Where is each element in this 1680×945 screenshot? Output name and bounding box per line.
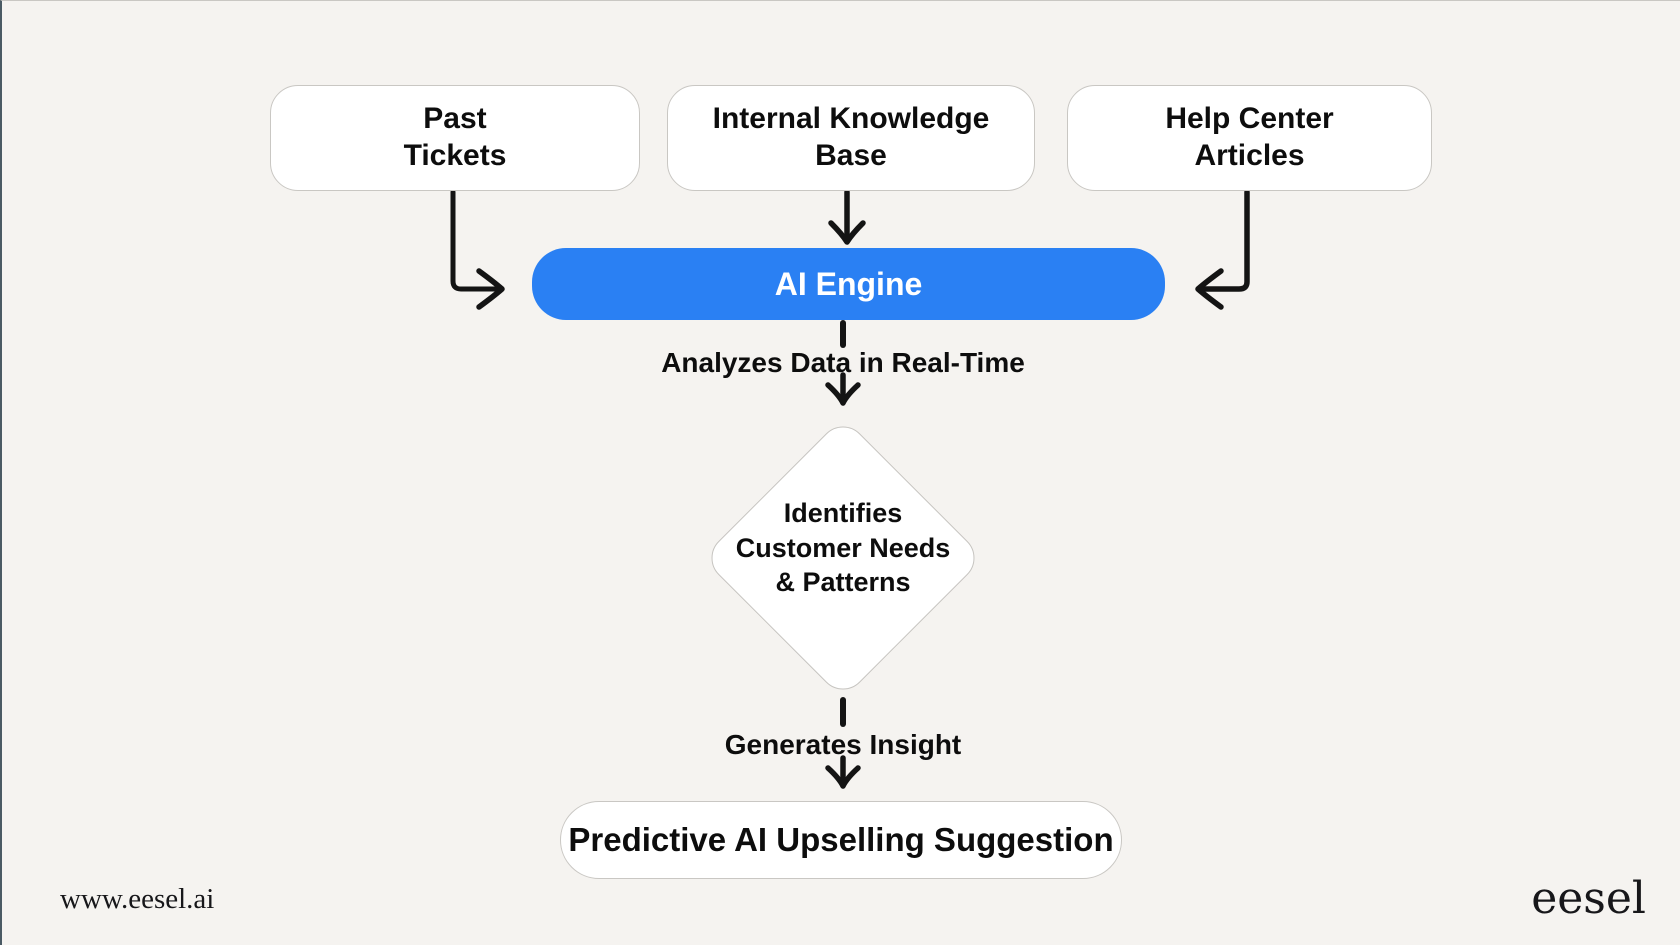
eesel-logo: eesel xyxy=(1531,873,1646,924)
arrow-help-to-engine xyxy=(1201,189,1250,292)
edge-label-analyzes: Analyzes Data in Real-Time xyxy=(661,347,1025,378)
node-internal-knowledge-base: Internal Knowledge Base xyxy=(667,85,1035,191)
arrow-past-to-engine xyxy=(450,189,499,292)
node-help-center-articles: Help Center Articles xyxy=(1067,85,1432,191)
footer-url: www.eesel.ai xyxy=(60,883,215,915)
arrow-help-to-engine-head xyxy=(1195,268,1224,310)
arrow-label-to-diamond-head xyxy=(825,382,861,406)
arrow-kb-to-engine-head xyxy=(828,220,866,245)
arrow-past-to-engine-head xyxy=(476,268,505,310)
arrow-label-to-result-head xyxy=(825,765,861,789)
node-past-tickets: Past Tickets xyxy=(270,85,640,191)
edge-label-generates: Generates Insight xyxy=(724,729,962,760)
node-ai-engine: AI Engine xyxy=(532,248,1165,320)
node-predictive-suggestion: Predictive AI Upselling Suggestion xyxy=(560,801,1122,879)
diamond-label: Identifies Customer Needs & Patterns xyxy=(735,498,951,598)
